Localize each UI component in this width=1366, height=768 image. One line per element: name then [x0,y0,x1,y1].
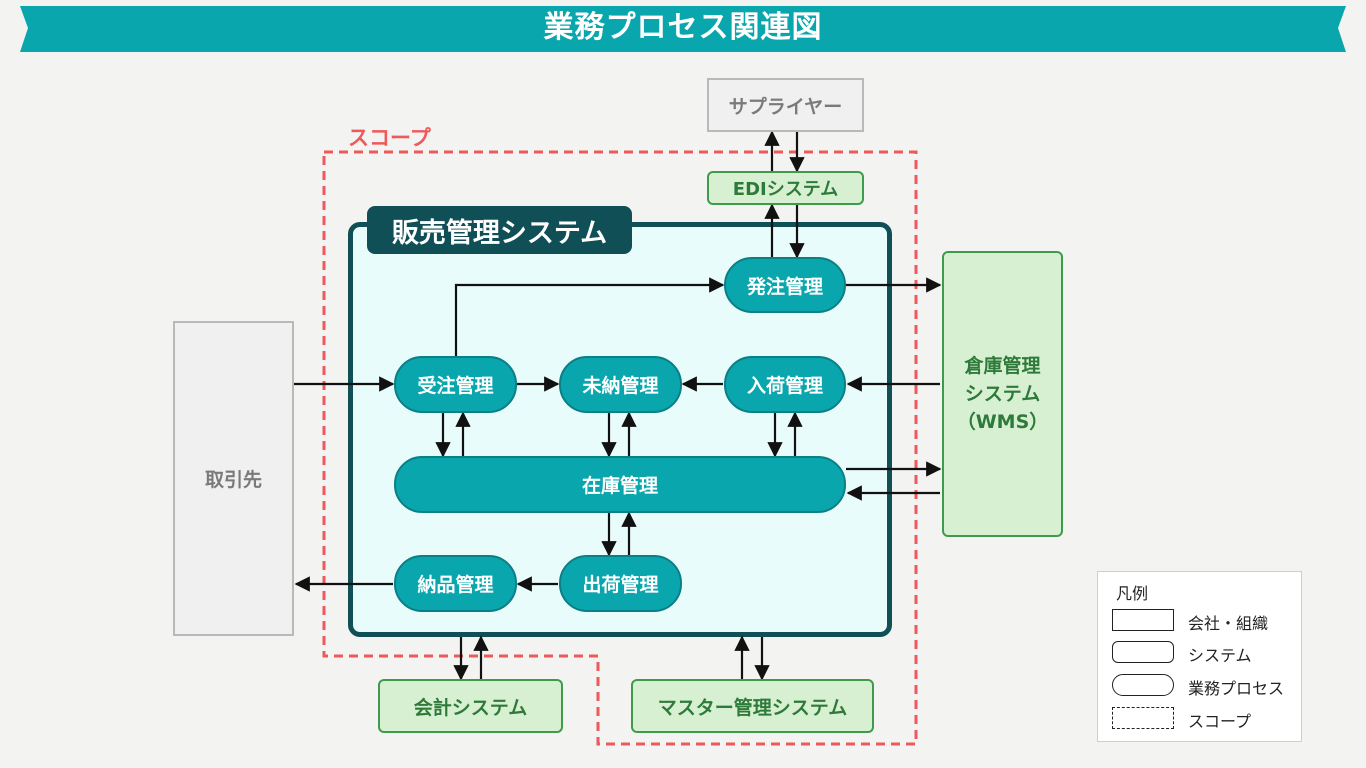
scope-boundary [322,150,918,746]
legend-swatch-system [1112,641,1174,663]
page-title: 業務プロセス関連図 [543,10,823,45]
legend: 凡例 会社・組織 システム 業務プロセス スコープ [1097,571,1302,742]
wms-label-line3: （WMS） [956,411,1049,433]
process-backorder-management: 未納管理 [559,356,682,413]
customer-box: 取引先 [173,321,294,636]
legend-swatch-process [1112,674,1174,696]
master-management-system-box: マスター管理システム [631,679,874,733]
legend-label: システム [1188,646,1252,665]
legend-label: 業務プロセス [1188,679,1285,698]
sales-management-system-title: 販売管理システム [367,206,632,254]
accounting-system-box: 会計システム [378,679,563,733]
legend-swatch-scope [1112,707,1174,729]
process-receiving-management: 入荷管理 [724,356,846,413]
wms-label-line1: 倉庫管理 [964,355,1041,377]
title-banner: 業務プロセス関連図 [0,0,1366,56]
process-shipping-management: 出荷管理 [559,555,682,612]
process-order-receiving: 受注管理 [394,356,517,413]
legend-label: 会社・組織 [1188,614,1269,633]
wms-label-line2: システム [964,383,1041,405]
edi-system-box: EDIシステム [707,171,864,205]
legend-swatch-company [1112,609,1174,631]
scope-label: スコープ [348,126,431,150]
legend-label: スコープ [1188,712,1252,731]
legend-title: 凡例 [1116,584,1149,603]
legend-item-company: 会社・組織 [1112,609,1297,633]
process-inventory-management: 在庫管理 [394,456,846,513]
wms-box: 倉庫管理 システム （WMS） [942,251,1063,537]
process-delivery-management: 納品管理 [394,555,517,612]
process-purchase-management: 発注管理 [724,257,846,313]
legend-item-process: 業務プロセス [1112,674,1297,698]
supplier-box: サプライヤー [707,78,864,132]
legend-item-system: システム [1112,641,1297,665]
legend-item-scope: スコープ [1112,707,1297,731]
